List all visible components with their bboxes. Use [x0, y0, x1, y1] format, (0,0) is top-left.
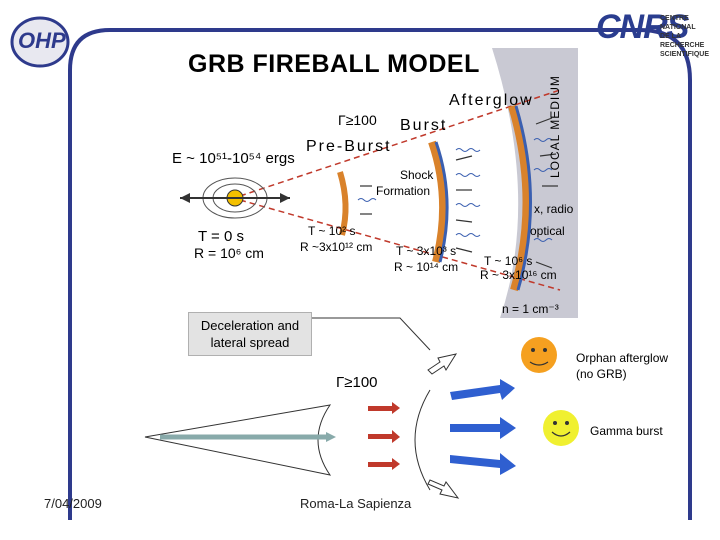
- central-engine-icon: [180, 177, 290, 219]
- gamma-bottom-label: Γ≥100: [336, 374, 378, 391]
- afterglow-shell-inner: [514, 105, 532, 291]
- formation-label: Formation: [376, 184, 431, 198]
- cnrs-logo-caption: CENTRE NATIONAL DE LA RECHERCHE SCIENTIF…: [660, 15, 710, 58]
- footer-date: 7/04/2009: [44, 496, 102, 511]
- afterglow-label: Afterglow: [449, 92, 534, 109]
- frame-border: [68, 28, 692, 520]
- orphan-afterglow-label: Orphan afterglow (no GRB): [576, 351, 669, 381]
- gamma-burst-label: Gamma burst: [590, 424, 663, 438]
- cnrs-logo: CNRS: [596, 8, 689, 46]
- afterglow-shell: [508, 104, 531, 292]
- white-arrows: [427, 353, 460, 499]
- deceleration-box: Deceleration and lateral spread: [188, 312, 312, 356]
- gamma-top-label: Γ≥100: [338, 112, 377, 128]
- red-arrows: [368, 402, 400, 470]
- box-connector: [312, 317, 431, 351]
- t2-label: T ~ 3x10³ s: [396, 244, 457, 258]
- gamma-waves: [357, 138, 553, 242]
- t0-label: T = 0 s: [198, 228, 244, 245]
- cone-line-bottom: [239, 199, 561, 291]
- cone-line-top: [239, 89, 561, 197]
- pre-burst-shell: [337, 171, 349, 236]
- r3-label: R ~ 3x10¹⁶ cm: [480, 268, 557, 282]
- r2-label: R ~ 10¹⁴ cm: [394, 260, 459, 274]
- burst-shell: [428, 140, 448, 263]
- pre-burst-label: Pre-Burst: [306, 138, 392, 155]
- t1-label: T ~ 10² s: [308, 224, 356, 238]
- local-medium-label: LOCAL MEDIUM: [548, 75, 562, 178]
- energy-label: E ~ 10⁵¹-10⁵⁴ ergs: [172, 150, 295, 167]
- shock-label: Shock: [400, 168, 434, 182]
- optical-label: optical: [530, 224, 565, 238]
- jet-cone: [144, 404, 332, 476]
- density-label: n = 1 cm⁻³: [502, 302, 559, 316]
- slide-title: GRB FIREBALL MODEL: [188, 50, 480, 78]
- shock-arc: [414, 389, 431, 491]
- burst-shell-inner: [434, 141, 449, 263]
- blue-arrows: [450, 379, 516, 475]
- r1-label: R ~3x10¹² cm: [300, 240, 373, 254]
- ohp-logo-text: OHP: [18, 28, 66, 53]
- xray-radio-label: x, radio: [534, 202, 574, 216]
- gamma-face-icon: [543, 410, 579, 446]
- r0-label: R = 10⁶ cm: [194, 245, 264, 261]
- ohp-logo-icon: [10, 16, 70, 68]
- t3-label: T ~ 10⁶ s: [484, 254, 533, 268]
- shell-arrows: [360, 117, 558, 269]
- orphan-face-icon: [521, 337, 557, 373]
- burst-label: Burst: [400, 117, 448, 134]
- footer-place: Roma-La Sapienza: [300, 496, 412, 511]
